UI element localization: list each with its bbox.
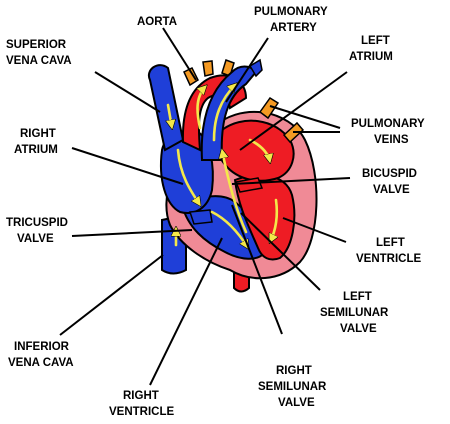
label-pulmonary-veins-line2: VEINS <box>374 134 409 146</box>
left-ventricle-shape <box>233 174 296 261</box>
label-right-ventricle-line2: VENTRICLE <box>109 406 175 418</box>
label-pulmonary-artery-line1: PULMONARY <box>254 6 328 18</box>
blood-flow-arrows <box>168 84 277 248</box>
label-left-semilunar-valve-line1: LEFT <box>343 291 372 303</box>
label-inferior-vena-cava-line2: VENA CAVA <box>8 357 74 369</box>
label-superior-vena-cava-line2: VENA CAVA <box>6 55 72 67</box>
label-left-atrium-line1: LEFT <box>361 35 390 47</box>
label-right-semilunar-valve-line3: VALVE <box>278 397 315 409</box>
label-left-semilunar-valve-line2: SEMILUNAR <box>320 307 389 319</box>
label-bicuspid-valve-line1: BICUSPID <box>362 168 417 180</box>
label-inferior-vena-cava-line1: INFERIOR <box>14 341 70 353</box>
label-superior-vena-cava-line1: SUPERIOR <box>6 39 67 51</box>
label-pulmonary-artery-line2: ARTERY <box>270 22 317 34</box>
leader-lines <box>59 27 351 386</box>
label-pulmonary-veins-line1: PULMONARY <box>351 118 425 130</box>
label-right-ventricle-line1: RIGHT <box>123 390 159 402</box>
tricuspid-valve-shape <box>188 209 213 225</box>
label-right-semilunar-valve-line2: SEMILUNAR <box>258 381 327 393</box>
label-left-ventricle-line1: LEFT <box>376 237 405 249</box>
label-tricuspid-valve-line1: TRICUSPID <box>6 217 68 229</box>
label-right-atrium-line2: ATRIUM <box>14 144 58 156</box>
label-left-semilunar-valve-line3: VALVE <box>340 323 377 335</box>
label-aorta: AORTA <box>137 16 177 28</box>
label-left-ventricle-line2: VENTRICLE <box>356 253 422 265</box>
label-bicuspid-valve-line2: VALVE <box>373 184 410 196</box>
aortic-branches <box>183 59 235 87</box>
label-tricuspid-valve-line2: VALVE <box>17 233 54 245</box>
label-right-semilunar-valve-line1: RIGHT <box>276 365 312 377</box>
bicuspid-valve-shape <box>234 177 264 193</box>
label-right-atrium-line1: RIGHT <box>20 128 56 140</box>
label-left-atrium-line2: ATRIUM <box>349 51 393 63</box>
